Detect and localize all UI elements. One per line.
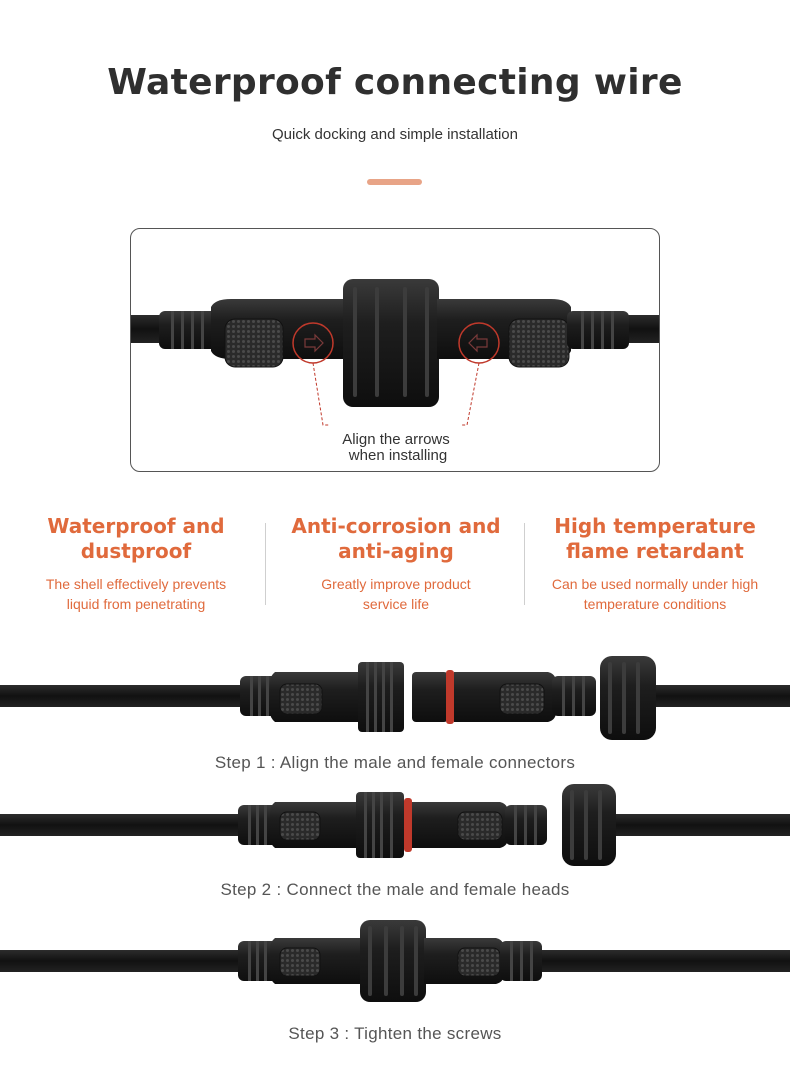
feature-desc-line: Greatly improve product <box>321 576 471 592</box>
feature-title-line: Waterproof and <box>47 514 225 538</box>
feature-divider <box>265 523 266 605</box>
step1-image <box>0 652 790 744</box>
feature-anti-corrosion: Anti-corrosion and anti-aging Greatly im… <box>276 514 516 614</box>
feature-description: The shell effectively prevents liquid fr… <box>16 574 256 614</box>
feature-description: Can be used normally under high temperat… <box>535 574 775 614</box>
feature-title-line: anti-aging <box>338 539 454 563</box>
step1-label: Step 1 : Align the male and female conne… <box>214 753 576 772</box>
hero-callout-line2: when installing <box>348 447 447 464</box>
feature-title: Waterproof and dustproof <box>16 514 256 564</box>
feature-waterproof: Waterproof and dustproof The shell effec… <box>16 514 256 614</box>
page-subtitle: Quick docking and simple installation <box>272 126 518 143</box>
feature-desc-line: Can be used normally under high <box>551 576 759 592</box>
hero-callout-line1: Align the arrows <box>342 431 450 448</box>
page-title: Waterproof connecting wire <box>107 62 683 103</box>
feature-desc-line: service life <box>362 596 430 612</box>
feature-title-line: dustproof <box>80 539 192 563</box>
feature-desc-line: liquid from penetrating <box>66 596 206 612</box>
feature-title-line: flame retardant <box>566 539 744 563</box>
feature-divider <box>524 523 525 605</box>
feature-description: Greatly improve product service life <box>276 574 516 614</box>
hero-product-image: Align the arrows when installing <box>130 228 660 472</box>
feature-desc-line: temperature conditions <box>583 596 727 612</box>
feature-title-line: Anti-corrosion and <box>291 514 501 538</box>
feature-title-line: High temperature <box>554 514 756 538</box>
feature-title: High temperature flame retardant <box>535 514 775 564</box>
feature-title: Anti-corrosion and anti-aging <box>276 514 516 564</box>
accent-divider <box>367 179 422 185</box>
step2-image <box>0 782 790 868</box>
step3-image <box>0 918 790 1004</box>
feature-flame-retardant: High temperature flame retardant Can be … <box>535 514 775 614</box>
step2-label: Step 2 : Connect the male and female hea… <box>220 880 570 899</box>
feature-desc-line: The shell effectively prevents <box>45 576 227 592</box>
step3-label: Step 3 : Tighten the screws <box>288 1024 502 1043</box>
